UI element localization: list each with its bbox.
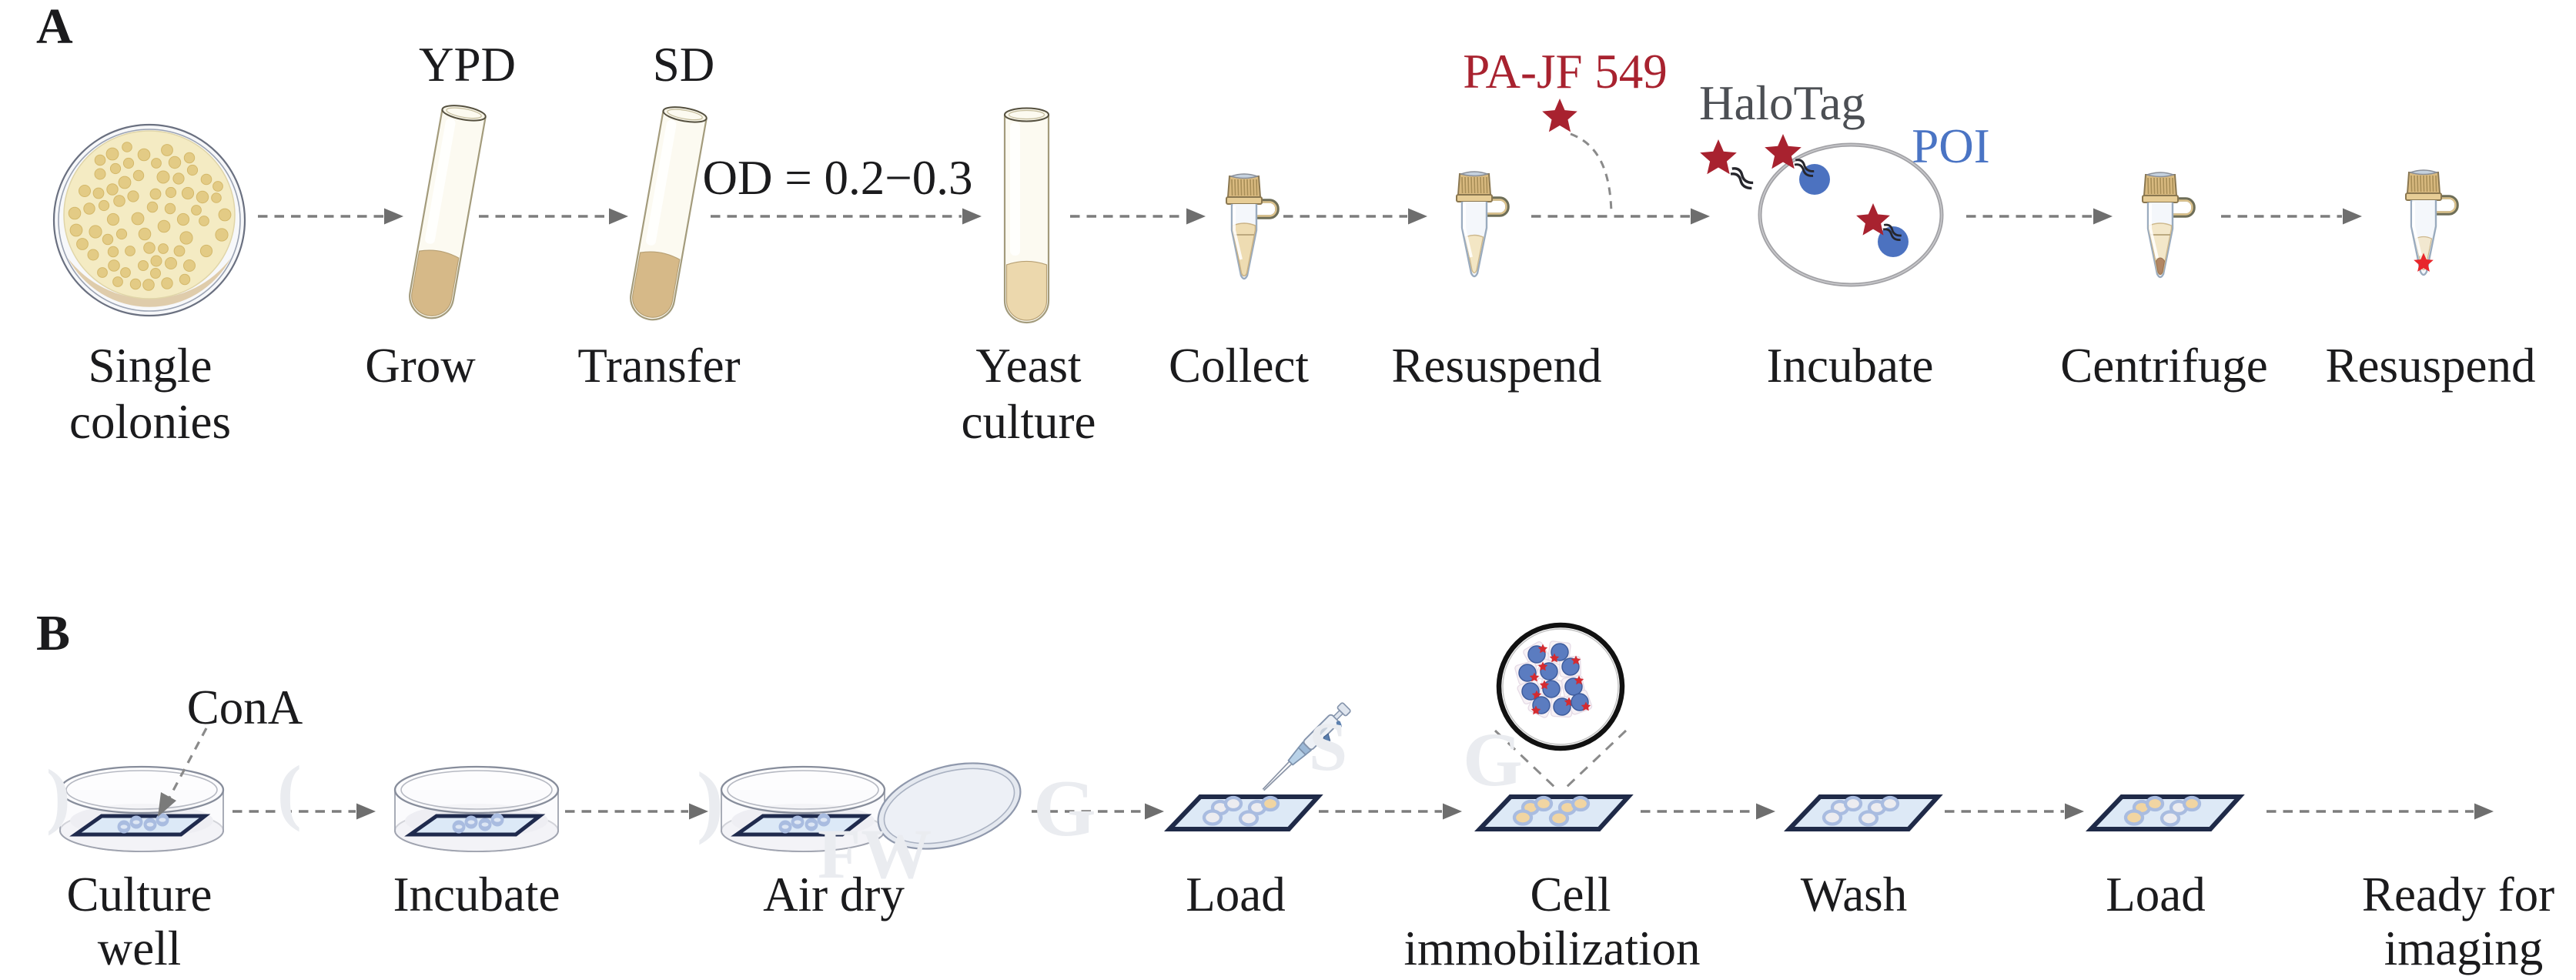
- svg-text:Transfer: Transfer: [577, 339, 740, 393]
- svg-text:Yeast: Yeast: [975, 339, 1082, 393]
- svg-text:Cell: Cell: [1531, 868, 1611, 921]
- svg-text:POI: POI: [1912, 119, 1990, 173]
- svg-text:SD: SD: [653, 38, 715, 92]
- svg-text:Incubate: Incubate: [393, 868, 560, 921]
- svg-text:YPD: YPD: [419, 38, 516, 92]
- svg-text:A: A: [36, 0, 73, 55]
- svg-text:(: (: [277, 751, 302, 832]
- svg-text:imaging: imaging: [2384, 921, 2543, 975]
- svg-text:S: S: [1309, 709, 1347, 785]
- svg-text:Incubate: Incubate: [1767, 339, 1934, 393]
- svg-text:FW: FW: [818, 814, 932, 893]
- svg-text:Load: Load: [1186, 868, 1285, 921]
- svg-text:well: well: [98, 921, 181, 975]
- svg-text:Air dry: Air dry: [763, 868, 905, 921]
- svg-text:): ): [697, 755, 724, 845]
- svg-text:Load: Load: [2106, 868, 2205, 921]
- svg-text:Single: Single: [88, 339, 212, 393]
- svg-text:PA-JF 549: PA-JF 549: [1463, 45, 1668, 99]
- svg-text:): ): [46, 754, 71, 836]
- svg-text:OD = 0.2−0.3: OD = 0.2−0.3: [702, 151, 972, 205]
- svg-text:HaloTag: HaloTag: [1699, 76, 1865, 130]
- svg-text:Centrifuge: Centrifuge: [2060, 339, 2267, 393]
- svg-text:Collect: Collect: [1169, 339, 1309, 393]
- svg-text:Resuspend: Resuspend: [2326, 339, 2536, 393]
- svg-text:immobilization: immobilization: [1404, 921, 1701, 975]
- svg-text:colonies: colonies: [69, 395, 231, 449]
- svg-text:culture: culture: [962, 395, 1096, 449]
- svg-text:ConA: ConA: [187, 681, 303, 734]
- svg-text:Ready for: Ready for: [2362, 868, 2554, 921]
- svg-text:B: B: [36, 605, 70, 661]
- svg-text:Wash: Wash: [1801, 868, 1907, 921]
- svg-text:Grow: Grow: [365, 339, 476, 393]
- svg-text:Resuspend: Resuspend: [1392, 339, 1602, 393]
- svg-text:Culture: Culture: [67, 868, 212, 921]
- svg-text:G: G: [1033, 763, 1096, 853]
- svg-text:G: G: [1463, 717, 1523, 802]
